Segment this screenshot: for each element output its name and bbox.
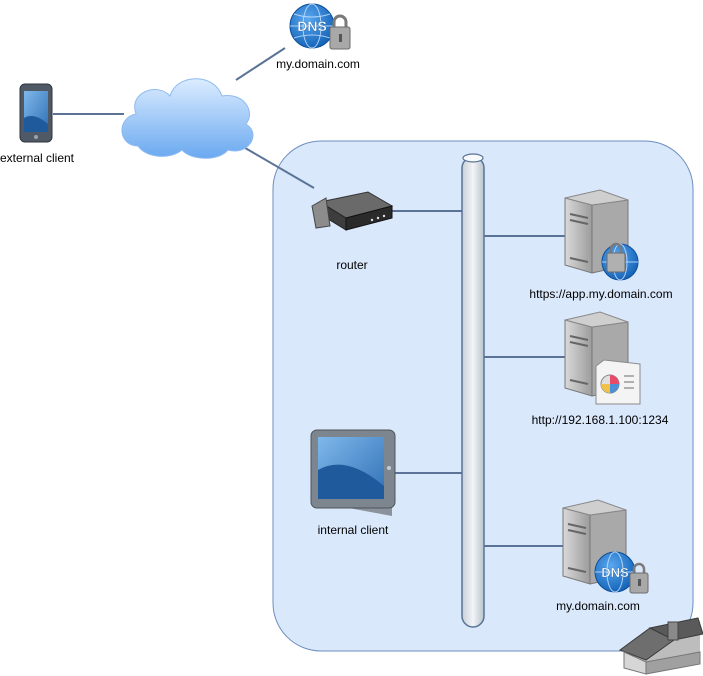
- server-http-label: http://192.168.1.100:1234: [531, 413, 669, 427]
- dns-icon-text-internal: DNS: [601, 565, 629, 580]
- router-icon: [311, 191, 394, 231]
- padlock-icon-internal: [629, 562, 649, 594]
- link-cloud-router: [239, 144, 315, 189]
- server-dns-label: my.domain.com: [556, 599, 640, 613]
- router-label: router: [336, 258, 368, 272]
- dns-public-label: my.domain.com: [276, 57, 360, 71]
- padlock-icon: [329, 14, 351, 50]
- dns-icon-text: DNS: [297, 18, 327, 34]
- external-client-phone-icon: [19, 83, 53, 143]
- connections: [53, 47, 565, 547]
- internal-client-tablet-icon: [310, 429, 396, 516]
- house-icon: [618, 617, 703, 675]
- globe-lock-icon: [601, 242, 639, 281]
- link-cloud-dns: [235, 47, 286, 81]
- server-app-label: https://app.my.domain.com: [529, 287, 673, 301]
- internal-client-label: internal client: [317, 523, 389, 537]
- lan-bus: [461, 153, 485, 628]
- media-panel-icon: [595, 359, 641, 405]
- dns-globe-icon-internal: DNS: [594, 551, 636, 593]
- internet-cloud-icon: [121, 78, 254, 159]
- dns-globe-icon: DNS: [289, 3, 335, 49]
- external-client-label: external client: [0, 151, 75, 165]
